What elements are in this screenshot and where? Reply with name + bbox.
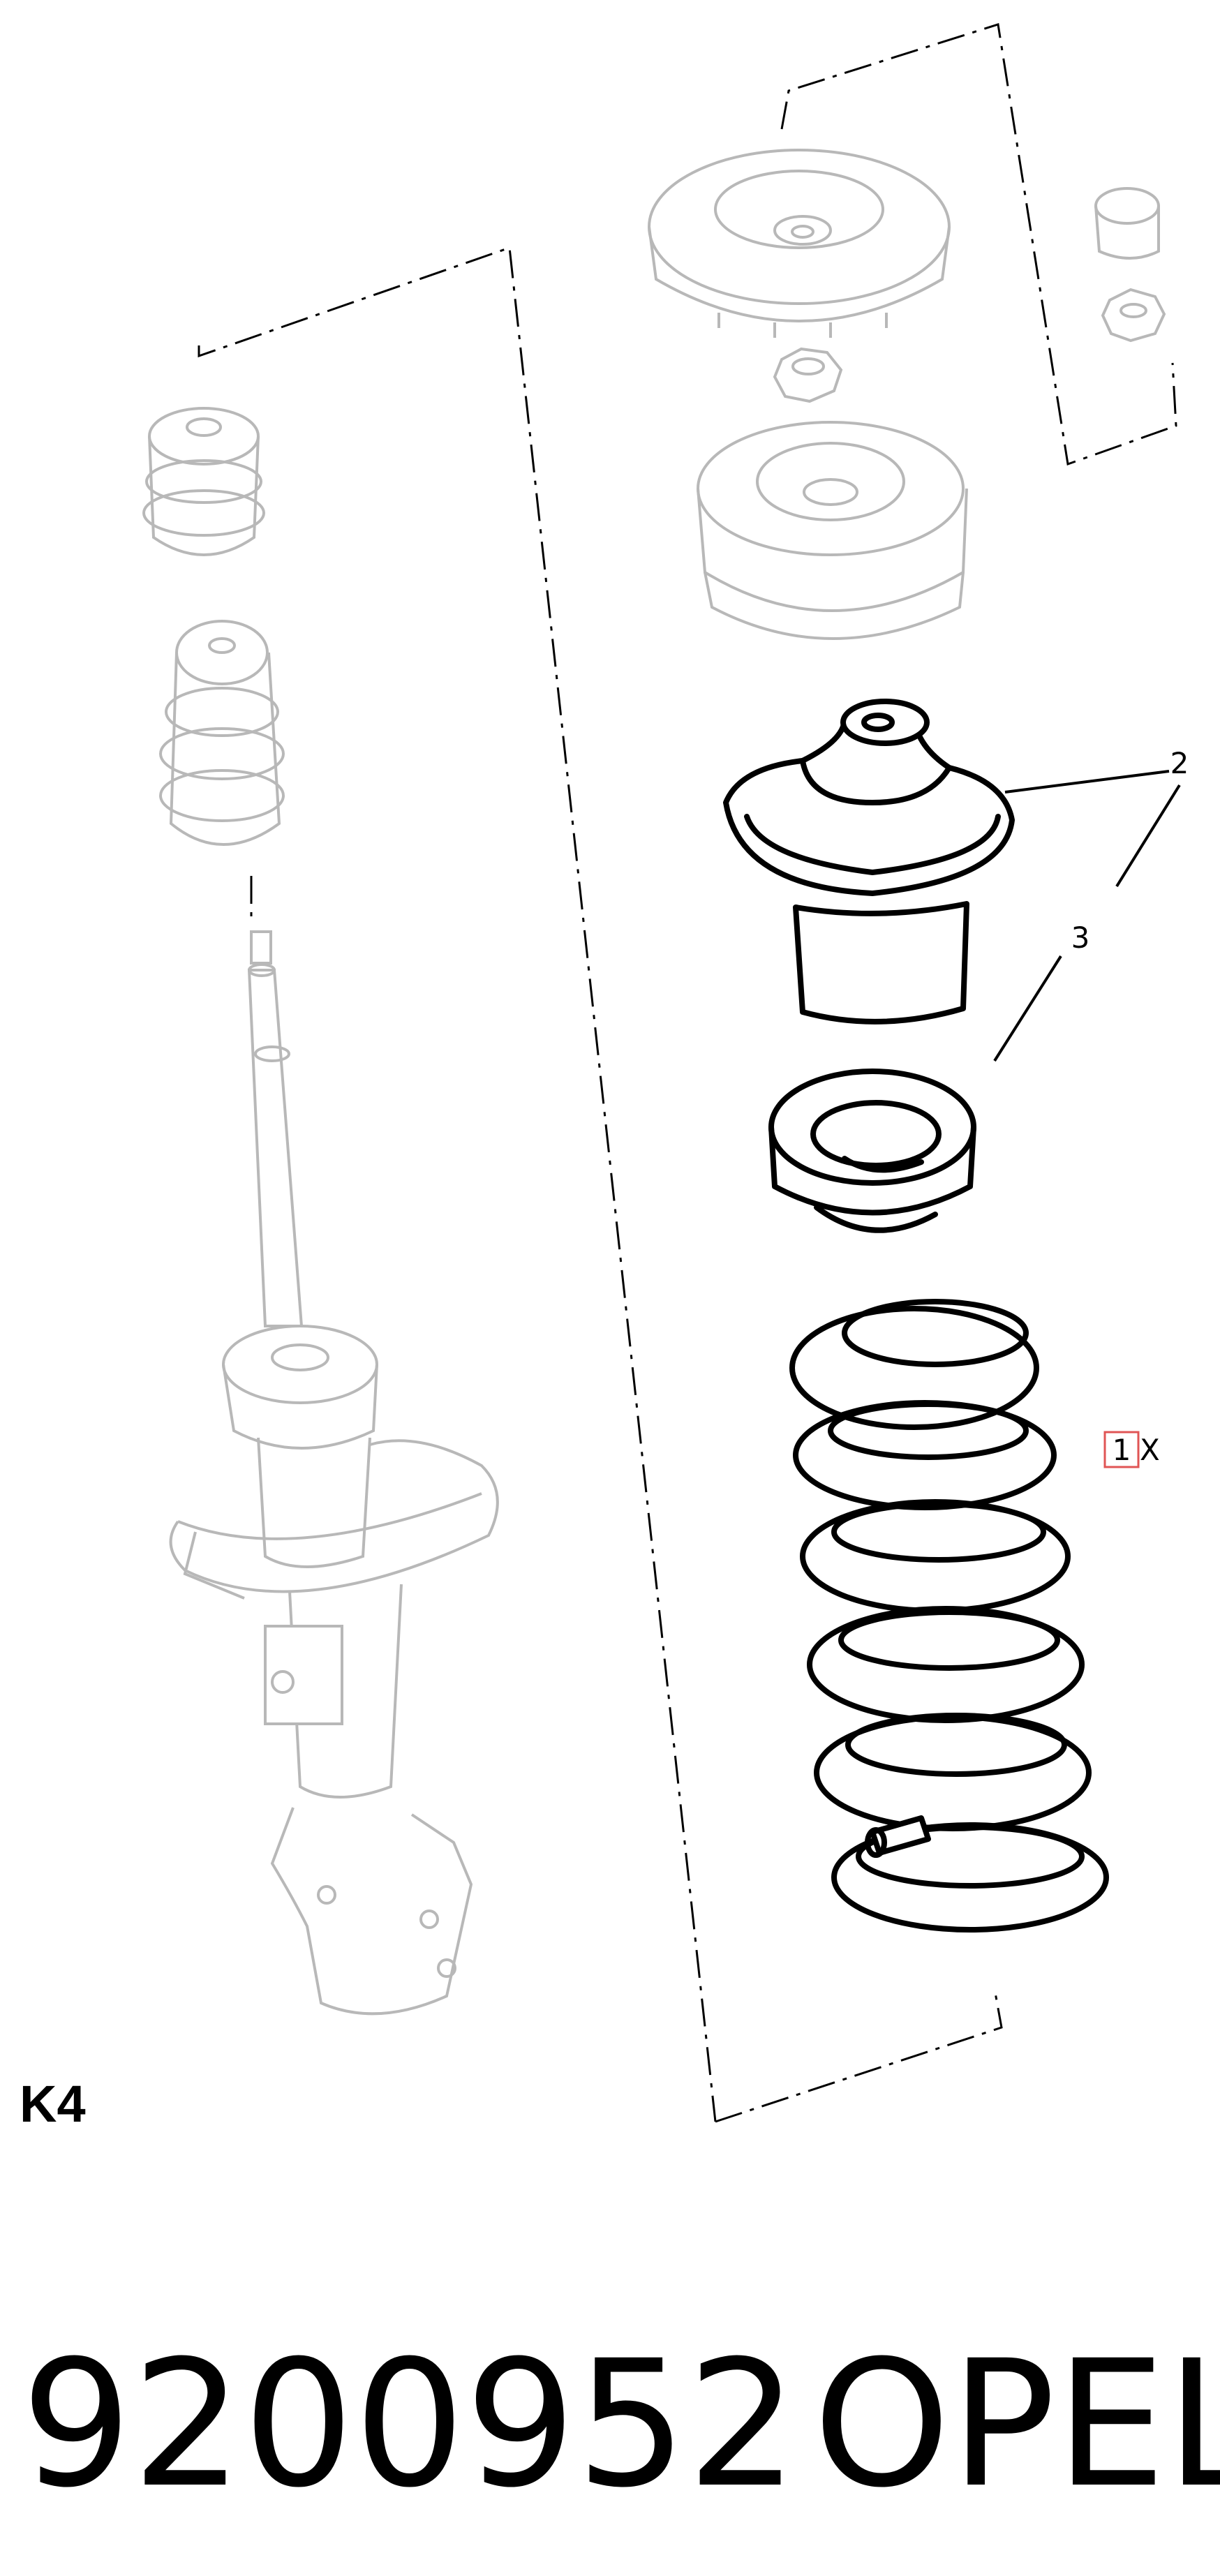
leader-lines <box>993 770 1181 1062</box>
callout-3-label: 3 <box>1071 921 1090 955</box>
callout-labels: 2 3 1 X <box>1071 746 1189 1468</box>
part-number: 9200952 <box>21 2323 798 2526</box>
top-nut <box>773 347 843 403</box>
strut-bearing <box>697 421 968 640</box>
piston-rod <box>247 930 304 1327</box>
callout-2-label: 2 <box>1170 746 1189 780</box>
strut-assembly <box>142 407 499 2016</box>
top-mount-assembly <box>648 149 1166 640</box>
small-nut <box>1101 288 1166 343</box>
assembly-lines <box>198 23 1177 2123</box>
brand-name: OPEL <box>813 2323 1220 2526</box>
dust-cap <box>1094 187 1160 260</box>
coil-spring <box>789 1299 1109 1933</box>
damper-body <box>169 1325 499 2016</box>
section-code: K4 <box>20 2075 86 2133</box>
spring-seat-lower <box>768 1069 976 1233</box>
callout-1-highlight <box>1103 1431 1140 1468</box>
callout-1-label: 1 <box>1113 1433 1131 1467</box>
top-mount-plate <box>648 149 951 338</box>
callout-1-quantity-marker: X <box>1140 1433 1160 1467</box>
spring-seat-upper <box>723 699 1015 1025</box>
bump-stop-lower <box>159 620 285 846</box>
bump-stop-upper <box>142 407 265 556</box>
